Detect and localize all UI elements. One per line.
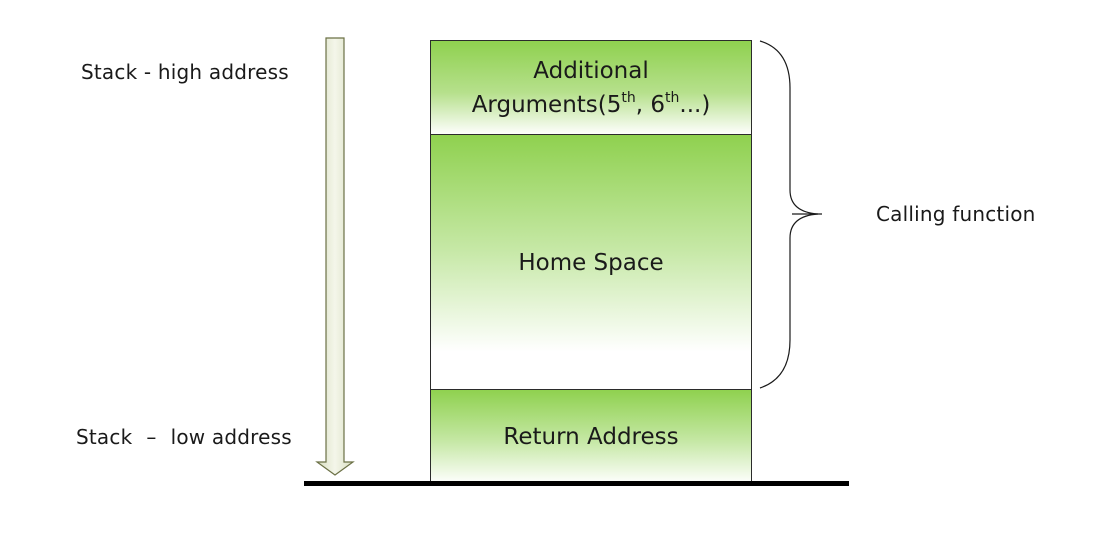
calling-function-label: Calling function [876, 202, 1036, 226]
stack-high-address-label: Stack - high address [81, 60, 289, 84]
stack-baseline [304, 481, 849, 486]
stack-low-address-label: Stack–low address [76, 425, 292, 449]
return-address-block: Return Address [430, 389, 752, 484]
return-address-label: Return Address [503, 424, 679, 450]
additional-arguments-line1: Additional [533, 58, 649, 84]
additional-arguments-block: Additional Arguments(5th, 6th...) [430, 40, 752, 135]
home-space-block: Home Space [430, 134, 752, 390]
home-space-label: Home Space [518, 249, 664, 276]
additional-arguments-line2: Arguments(5th, 6th...) [471, 90, 711, 118]
